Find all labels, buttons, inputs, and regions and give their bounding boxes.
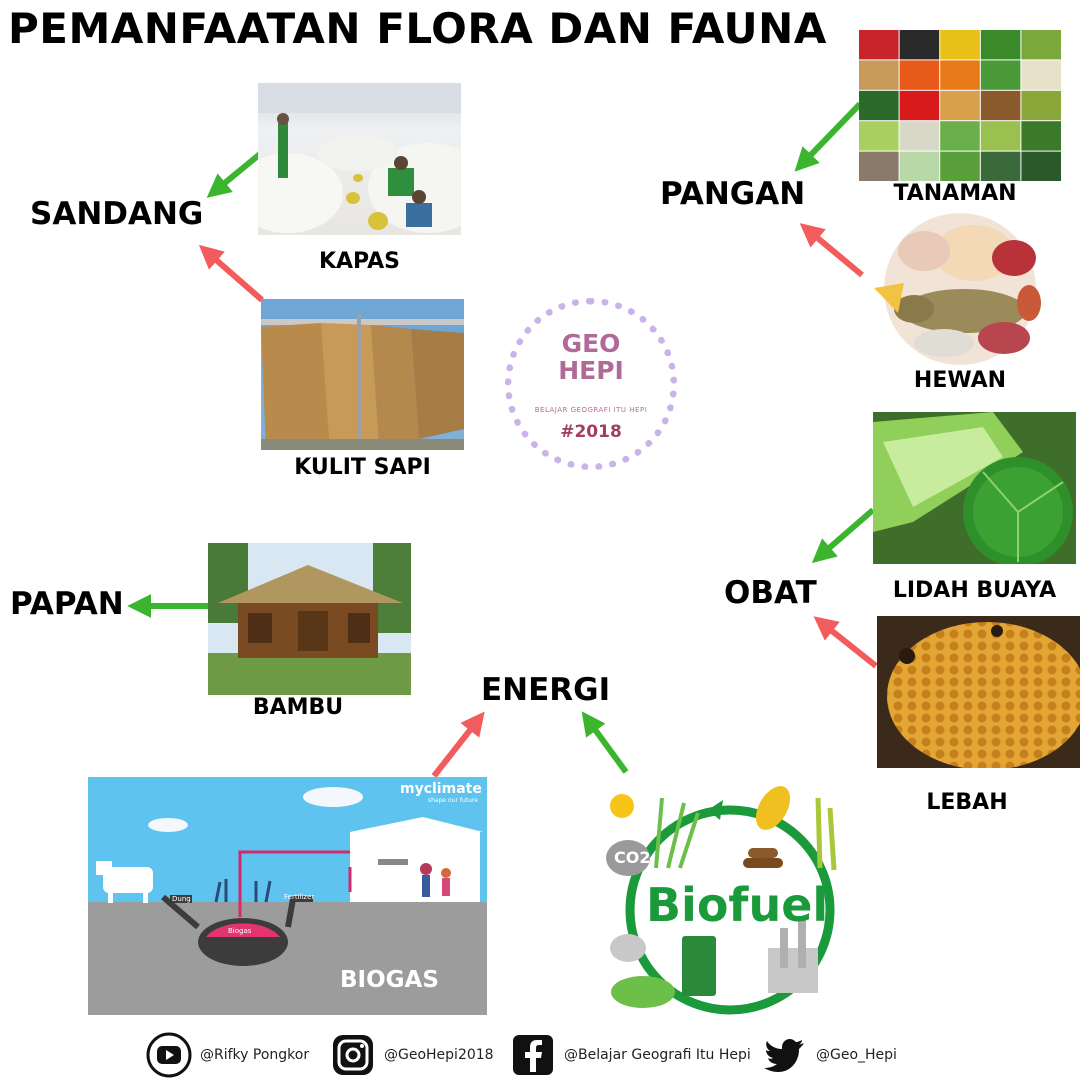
myclimate-subtitle: shape our future bbox=[428, 797, 478, 804]
vegetable-tile bbox=[899, 121, 940, 151]
vegetable-tile bbox=[899, 30, 940, 60]
instagram-handle: @GeoHepi2018 bbox=[384, 1047, 494, 1063]
honeycomb-photo bbox=[877, 616, 1080, 768]
arrow-hewan-pangan bbox=[799, 223, 864, 278]
vegetable-tile bbox=[940, 151, 980, 181]
vegetable-tile bbox=[940, 30, 980, 60]
logo-line2: HEPI bbox=[558, 356, 624, 385]
vegetable-tile bbox=[980, 151, 1021, 181]
biogas-diagram: myclimate shape our future Dung Fertiliz… bbox=[88, 777, 487, 1015]
vegetable-tile bbox=[940, 60, 980, 90]
vegetable-tile bbox=[940, 121, 980, 151]
vegetable-tile bbox=[899, 90, 940, 121]
arrow-tanaman-pangan bbox=[794, 101, 863, 172]
arrow-kapas-sandang bbox=[206, 151, 262, 198]
myclimate-brand: myclimate bbox=[400, 781, 482, 797]
twitter-icon bbox=[762, 1032, 808, 1078]
vegetables-photo bbox=[859, 30, 1062, 182]
cotton-photo bbox=[258, 83, 461, 235]
social-facebook[interactable]: @Belajar Geografi Itu Hepi bbox=[510, 1032, 751, 1078]
vegetable-tile bbox=[899, 60, 940, 90]
facebook-icon bbox=[510, 1032, 556, 1078]
label-biogas: BIOGAS bbox=[340, 967, 439, 993]
vegetable-tile bbox=[1021, 60, 1061, 90]
social-instagram[interactable]: @GeoHepi2018 bbox=[330, 1032, 494, 1078]
arrow-biofuel-energi bbox=[581, 711, 629, 774]
dung-label: Dung bbox=[172, 895, 191, 903]
arrow-biogas-energi bbox=[431, 711, 485, 778]
arrow-lebah-obat bbox=[813, 616, 878, 669]
vegetable-tile bbox=[899, 151, 940, 181]
logo-line1: GEO bbox=[561, 329, 621, 358]
bamboo-house-photo bbox=[208, 543, 411, 695]
vegetable-tile bbox=[859, 121, 899, 151]
vegetable-tile bbox=[859, 90, 899, 121]
category-sandang: SANDANG bbox=[30, 196, 204, 232]
meat-photo bbox=[864, 213, 1056, 365]
vegetable-tile bbox=[1021, 121, 1061, 151]
logo-ring bbox=[505, 298, 677, 470]
arrow-lidahbuaya-obat bbox=[811, 507, 875, 564]
vegetable-tile bbox=[980, 60, 1021, 90]
category-papan: PAPAN bbox=[10, 586, 124, 622]
label-tanaman: TANAMAN bbox=[893, 181, 1017, 206]
vegetable-tile bbox=[859, 30, 899, 60]
vegetable-tile bbox=[980, 90, 1021, 121]
category-obat: OBAT bbox=[724, 575, 817, 611]
logo-title: GEO HEPI bbox=[505, 330, 677, 384]
vegetable-tile bbox=[980, 30, 1021, 60]
social-twitter[interactable]: @Geo_Hepi bbox=[762, 1032, 897, 1078]
page-title: PEMANFAATAN FLORA DAN FAUNA bbox=[8, 4, 827, 53]
fertilizer-label: Fertilizer bbox=[284, 893, 315, 901]
logo-year: #2018 bbox=[560, 422, 622, 442]
geo-hepi-logo: GEO HEPI BELAJAR GEOGRAFI ITU HEPI #2018 bbox=[505, 298, 677, 470]
co2-label: CO2 bbox=[614, 848, 651, 867]
twitter-handle: @Geo_Hepi bbox=[816, 1047, 897, 1063]
label-hewan: HEWAN bbox=[913, 368, 1007, 393]
youtube-icon bbox=[146, 1032, 192, 1078]
aloe-photo bbox=[873, 412, 1076, 564]
vegetable-tile bbox=[1021, 151, 1061, 181]
instagram-icon bbox=[330, 1032, 376, 1078]
label-kapas: KAPAS bbox=[318, 249, 401, 274]
label-bambu: BAMBU bbox=[252, 695, 344, 720]
cowhide-photo bbox=[261, 299, 464, 450]
vegetable-tile bbox=[940, 90, 980, 121]
biofuel-diagram: CO2 Biofuel bbox=[598, 778, 860, 1023]
vegetable-tile bbox=[859, 60, 899, 90]
label-biofuel: Biofuel bbox=[646, 878, 829, 932]
social-youtube[interactable]: @Rifky Pongkor bbox=[146, 1032, 309, 1078]
biogas-inner-label: Biogas bbox=[228, 927, 252, 935]
label-lidah-buaya: LIDAH BUAYA bbox=[892, 578, 1057, 603]
arrow-kulitsapi-sandang bbox=[198, 244, 264, 303]
youtube-handle: @Rifky Pongkor bbox=[200, 1047, 310, 1063]
category-pangan: PANGAN bbox=[660, 176, 806, 212]
facebook-handle: @Belajar Geografi Itu Hepi bbox=[564, 1047, 751, 1063]
label-kulit-sapi: KULIT SAPI bbox=[294, 455, 431, 480]
category-energi: ENERGI bbox=[481, 672, 611, 708]
vegetable-tile bbox=[859, 151, 899, 181]
vegetable-tile bbox=[1021, 30, 1061, 60]
vegetable-tile bbox=[1021, 90, 1061, 121]
label-lebah: LEBAH bbox=[926, 790, 1008, 815]
vegetable-tile bbox=[980, 121, 1021, 151]
logo-tagline: BELAJAR GEOGRAFI ITU HEPI bbox=[534, 406, 648, 414]
